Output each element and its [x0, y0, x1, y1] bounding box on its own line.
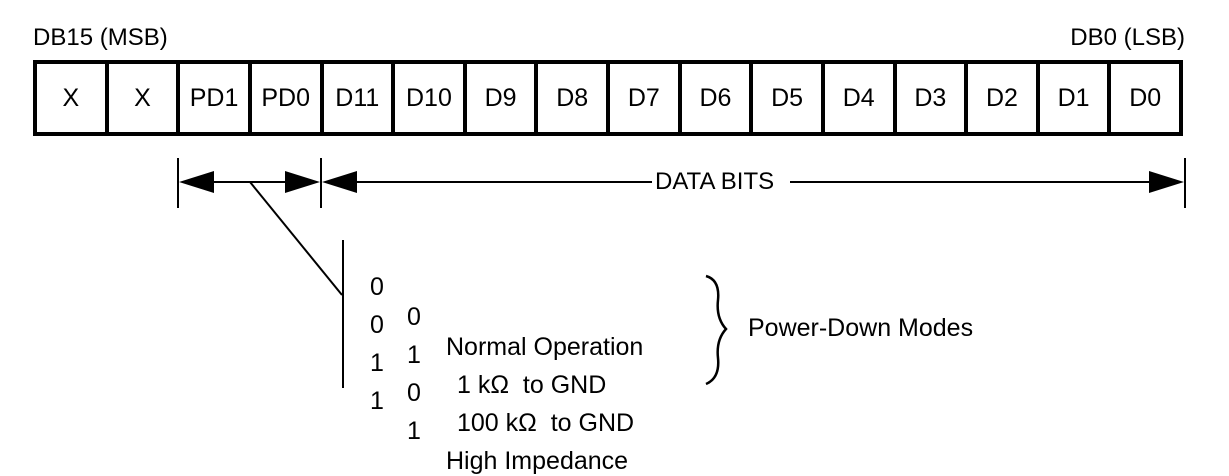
- bit-cell-db2: D2: [968, 64, 1036, 132]
- power-down-modes-label: Power-Down Modes: [748, 314, 974, 342]
- pd-left-arrowhead: [179, 171, 214, 193]
- pd-leader-line: [249, 181, 343, 296]
- bit-cell-db15: X: [37, 64, 105, 132]
- mode-bit-pd0: 0: [407, 379, 421, 407]
- mode-bit-pd1: 0: [370, 273, 384, 301]
- annotation-lines: [177, 158, 1186, 388]
- mode-bit-pd1: 0: [370, 311, 384, 339]
- mode-bit-pd0: 1: [407, 341, 421, 369]
- mode-row: 0 1 1 kΩ to GND: [370, 280, 606, 400]
- bit-cell-db5: D5: [753, 64, 821, 132]
- bit-cell-db9: D9: [466, 64, 535, 132]
- bit-cell-db10: D10: [395, 64, 463, 132]
- bit-cell-db8: D8: [538, 64, 606, 132]
- bit-cell-db12: PD0: [251, 64, 320, 132]
- power-down-brace: [705, 274, 728, 386]
- pd-right-arrowhead: [285, 171, 320, 193]
- bit-cell-db6: D6: [681, 64, 750, 132]
- bit-cell-db3: D3: [896, 64, 965, 132]
- msb-label: DB15 (MSB): [33, 24, 168, 51]
- mode-bit-pd1: 1: [370, 387, 384, 415]
- bit-cell-db4: D4: [824, 64, 893, 132]
- mode-description: High Impedance: [446, 447, 629, 475]
- bit-cell-db7: D7: [610, 64, 678, 132]
- register-bit-field: X X PD1 PD0 D11 D10 D9 D8 D7 D6 D5 D4 D3…: [33, 60, 1183, 136]
- mode-description: 1 kΩ to GND: [457, 371, 607, 399]
- data-right-arrowhead: [1149, 171, 1184, 193]
- bit-cell-db11: D11: [323, 64, 392, 132]
- bit-cell-db1: D1: [1039, 64, 1108, 132]
- data-left-arrowhead: [322, 171, 357, 193]
- mode-bit-pd0: 0: [407, 303, 421, 331]
- bit-cell-db13: PD1: [180, 64, 248, 132]
- mode-row: 1 1 High Impedance: [370, 356, 628, 476]
- mode-description: 100 kΩ to GND: [457, 409, 635, 437]
- lsb-label: DB0 (LSB): [1070, 24, 1185, 51]
- bit-cell-db14: X: [108, 64, 177, 132]
- data-bits-label: DATA BITS: [655, 168, 775, 195]
- mode-bit-pd0: 1: [407, 417, 421, 445]
- mode-description: Normal Operation: [446, 333, 644, 361]
- mode-row: 0 0 Normal Operation: [370, 242, 643, 362]
- bit-cell-db0: D0: [1111, 64, 1179, 132]
- mode-bit-pd1: 1: [370, 349, 384, 377]
